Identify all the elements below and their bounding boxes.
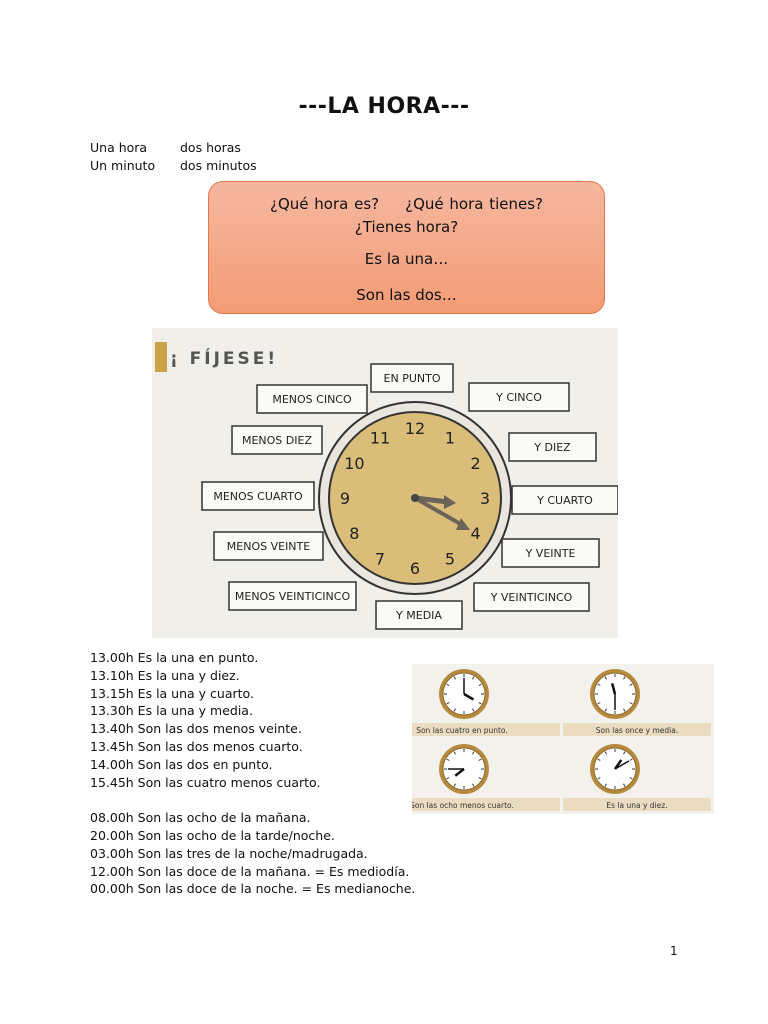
vocab-list: Una hora dos horas Un minuto dos minutos (90, 139, 257, 175)
page-title: ---LA HORA--- (298, 94, 470, 119)
label-y-veinticinco: Y VEINTICINCO (473, 582, 590, 612)
mini-clock: Son las cuatro en punto. (412, 669, 560, 736)
label-text: Y DIEZ (533, 441, 571, 454)
vocab-plural: dos minutos (180, 158, 257, 173)
mini-clocks: Son las cuatro en punto. Son las once y m… (412, 669, 711, 811)
label-y-media: Y MEDIA (375, 600, 463, 630)
question-tienes-hora: ¿Tienes hora? (354, 218, 459, 236)
minute-hand (414, 496, 465, 528)
minute-hand-tip (456, 518, 470, 530)
time-line: 13.45h Son las dos menos cuarto. (90, 738, 303, 754)
clock-number: 3 (480, 489, 490, 508)
hour-hand (414, 495, 449, 505)
label-text: Y MEDIA (395, 609, 442, 622)
time-line: 13.00h Es la una en punto. (90, 650, 259, 665)
vocab-row: Un minuto dos minutos (90, 157, 257, 175)
clock-number: 12 (405, 419, 425, 438)
label-menos-veinticinco: MENOS VEINTICINCO (228, 581, 357, 611)
label-en-punto: EN PUNTO (370, 363, 454, 393)
label-y-cuarto: Y CUARTO (511, 485, 618, 515)
time-line: 15.45h Son las cuatro menos cuarto. (90, 774, 321, 790)
label-y-cinco: Y CINCO (468, 382, 570, 412)
label-text: MENOS CUARTO (213, 490, 303, 503)
label-text: Y VEINTE (525, 547, 576, 560)
mini-clock: Son las once y media. (563, 669, 711, 736)
mini-clock-caption: Son las cuatro en punto. (416, 726, 508, 735)
label-y-diez: Y DIEZ (508, 432, 597, 462)
clock-number: 4 (471, 524, 481, 543)
question-que-hora-es: ¿Qué hora es? (270, 195, 380, 213)
label-text: MENOS VEINTICINCO (235, 590, 351, 603)
label-text: MENOS DIEZ (242, 434, 312, 447)
label-text: Y CUARTO (536, 494, 593, 507)
label-menos-cinco: MENOS CINCO (256, 384, 368, 414)
label-menos-veinte: MENOS VEINTE (213, 531, 324, 561)
vocab-row: Una hora dos horas (90, 139, 257, 157)
answer-son-las-dos: Son las dos… (356, 286, 457, 304)
fijese-clock-illustration: ¡ FÍJESE! 12 12 3 45 6 78 9 10 11 EN PUNTO Y CINC… (152, 328, 618, 638)
clock-number: 10 (344, 454, 364, 473)
fijese-header-text: ¡ FÍJESE! (170, 347, 278, 369)
label-text: MENOS VEINTE (227, 540, 310, 553)
mini-clock-caption: Son las once y media. (596, 726, 679, 735)
time-line: 12.00h Son las doce de la mañana. = Es m… (90, 863, 410, 879)
label-menos-cuarto: MENOS CUARTO (201, 481, 315, 511)
clock-number: 2 (471, 454, 481, 473)
time-line: 13.40h Son las dos menos veinte. (90, 721, 302, 737)
time-line: 14.00h Son las dos en punto. (90, 756, 273, 772)
clock-number: 11 (370, 428, 390, 447)
clock-number: 6 (410, 559, 420, 578)
time-line: 13.30h Es la una y media. (90, 703, 253, 719)
label-y-veinte: Y VEINTE (501, 538, 600, 568)
clock-number: 1 (445, 428, 455, 447)
time-labels: EN PUNTO Y CINCO Y DIEZ Y CUARTO Y VEINTE Y V… (201, 363, 618, 630)
label-text: Y CINCO (495, 391, 542, 404)
fijese-header: ¡ FÍJESE! (155, 342, 278, 372)
questions-box: ¿Qué hora es? ¿Qué hora tienes? ¿Tienes h… (208, 181, 605, 314)
mini-clock-caption: Son las ocho menos cuarto. (412, 801, 514, 810)
time-line: 00.00h Son las doce de la noche. = Es me… (90, 881, 416, 897)
clock-center (411, 494, 419, 502)
mini-clock: Son las ocho menos cuarto. (412, 744, 560, 811)
vocab-singular: Un minuto (90, 158, 156, 173)
mini-clocks-panel: Son las cuatro en punto. Son las once y m… (412, 664, 714, 814)
hour-hand-tip (444, 495, 456, 509)
time-line: 03.00h Son las tres de la noche/madrugad… (90, 845, 368, 861)
time-line: 13.15h Es la una y cuarto. (90, 685, 254, 701)
clock-number: 9 (340, 489, 350, 508)
label-text: Y VEINTICINCO (490, 591, 573, 604)
mini-clock-caption: Es la una y diez. (606, 801, 667, 810)
clock-number: 8 (349, 524, 359, 543)
clock-numbers: 12 12 3 45 6 78 9 10 11 (340, 419, 490, 578)
page-number: 1 (670, 944, 678, 958)
question-line: ¿Qué hora es? ¿Qué hora tienes? (209, 195, 604, 213)
times-list: 13.00h Es la una en punto. 13.10h Es la … (90, 649, 415, 898)
mini-clock: Es la una y diez. (563, 744, 711, 811)
label-text: MENOS CINCO (272, 393, 352, 406)
time-line: 13.10h Es la una y diez. (90, 667, 240, 683)
time-line: 08.00h Son las ocho de la mañana. (90, 810, 311, 826)
time-line: 20.00h Son las ocho de la tarde/noche. (90, 827, 335, 843)
vocab-singular: Una hora (90, 140, 148, 155)
question-que-hora-tienes: ¿Qué hora tienes? (405, 195, 543, 213)
answer-es-la-una: Es la una… (364, 250, 449, 268)
label-text: EN PUNTO (384, 372, 441, 385)
clock-number: 7 (375, 550, 385, 569)
vocab-plural: dos horas (180, 140, 241, 155)
clock-number: 5 (445, 550, 455, 569)
label-menos-diez: MENOS DIEZ (231, 425, 323, 455)
